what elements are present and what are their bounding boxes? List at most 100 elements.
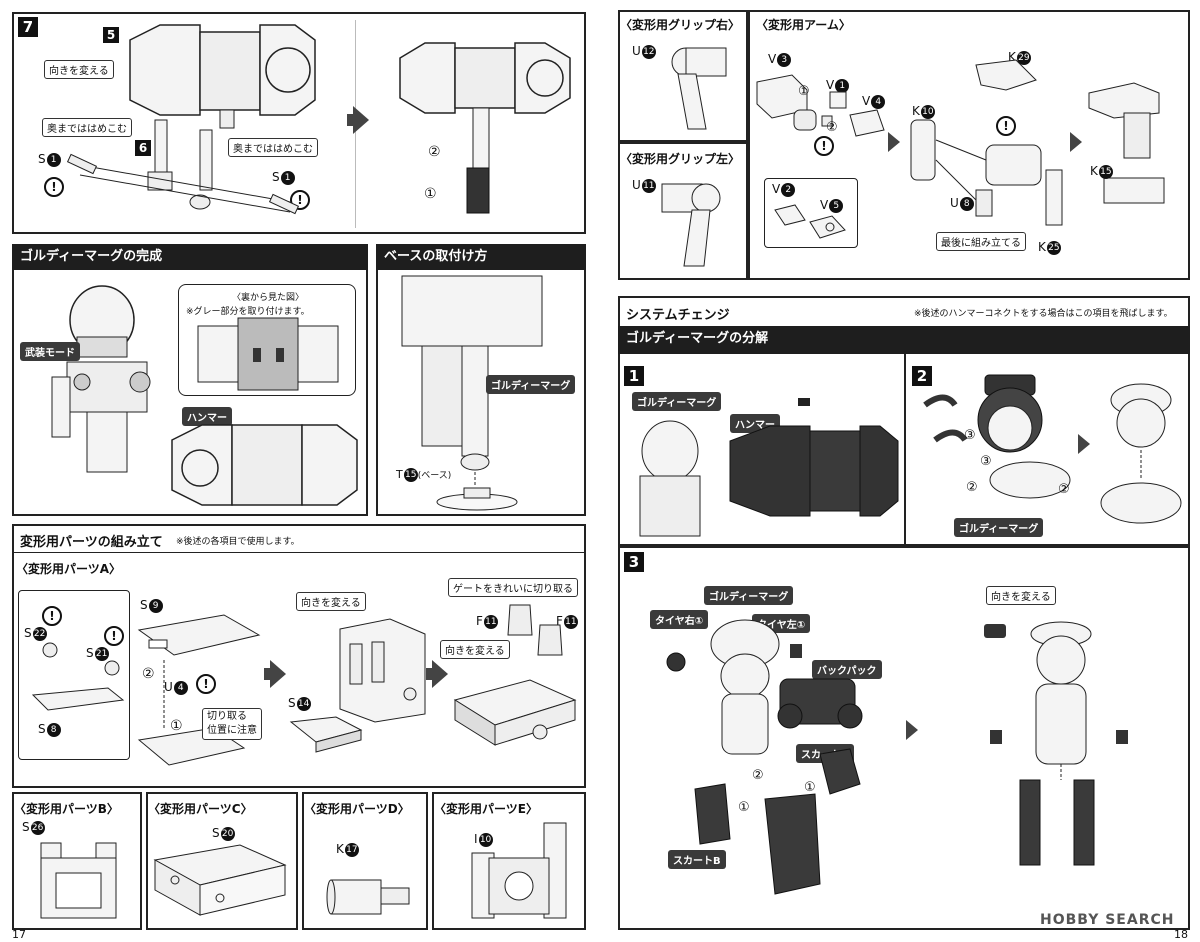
arm-small-parts-illustration [774,204,846,239]
back-view-note: ※グレー部分を取り付けます。 [186,307,310,317]
arrow-right-icon [906,720,918,740]
last-assemble-note: 最後に組み立てる [936,232,1026,251]
caution-icon: ! [104,626,124,646]
order-2: ② [752,768,764,783]
parts-e-title: 〈変形用パーツE〉 [434,802,538,816]
grip-left-title: 〈変形用グリップ左〉 [620,152,741,166]
page-number-right: 18 [1174,928,1188,941]
caution-icon: ! [196,674,216,694]
order-2: ② [1058,482,1070,497]
transform-parts-note: ※後述の各項目で使用します。 [176,537,300,547]
arrow-right-icon [270,660,286,688]
step-number: 1 [624,366,644,386]
grip-right-title: 〈変形用グリップ右〉 [620,18,741,32]
hammer-tag: ハンマー [182,407,232,426]
caution-icon: ! [814,136,834,156]
step-number: 2 [912,366,932,386]
order-1: ① [170,718,183,734]
caution-icon: ! [44,177,64,197]
step1-illustration [639,398,899,537]
parts-d-title: 〈変形用パーツD〉 [304,802,410,816]
order-1: ① [424,186,437,202]
hammer-closeup-illustration [171,424,358,506]
parts-d-panel [302,792,428,930]
press-in-label-right: 奥までははめこむ [228,138,318,157]
grip-right-illustration [671,47,727,130]
part-a-finished-illustration [453,604,577,746]
step3-result-illustration [984,621,1128,866]
step-arrow [426,668,432,680]
step-number: 3 [624,552,644,572]
hammer-assembled-illustration [399,42,571,214]
page-number-left: 17 [12,928,26,941]
golden-marg-tag: ゴルディーマーグ [704,586,794,605]
part-d-illustration [326,879,410,915]
base-header: ベースの取付け方 [376,244,586,270]
arrow-right-icon [432,660,448,688]
gate-note: ゲートをきれいに切り取る [448,578,578,597]
parts-b-title: 〈変形用パーツB〉 [14,802,119,816]
part-a-block-illustration [339,618,426,723]
backpack-tag: バックパック [812,660,882,679]
order-1: ① [738,800,750,815]
back-view-title: 〈裏から見た図〉 [232,293,305,303]
turn-label: 向きを変える [986,586,1056,605]
callout-5: 5 [103,27,119,43]
small-parts-illustration [31,642,125,711]
order-2: ② [826,120,838,135]
cut-position-note: 切り取る 位置に注意 [202,708,262,740]
arrow-right-icon [888,132,900,152]
turn-label: 向きを変える [296,592,366,611]
mech-base-illustration [401,275,543,511]
divider [12,552,586,553]
arm-parts-illustration [756,74,885,137]
grip-left-illustration [661,183,721,267]
order-3: ③ [964,428,976,443]
arm-finished-illustration [1088,82,1165,204]
order-1: ① [798,84,810,99]
step2-result-illustration [1100,383,1182,524]
golden-marg-tag: ゴルディーマーグ [632,392,722,411]
step-arrow [347,114,353,126]
arrow-right-icon [353,106,369,134]
handle-parts-illustration [66,119,300,215]
arrow-right-icon [1078,434,1090,454]
system-change-note: ※後述のハンマーコネクトをする場合はこの項目を飛ばします。 [914,309,1173,319]
part-e-illustration [471,822,567,919]
part-b-illustration [40,842,117,919]
disassembly-header: ゴルディーマーグの分解 [618,326,1190,354]
arm-assembly-illustration [910,59,1063,226]
caution-icon: ! [996,116,1016,136]
turn-label: 向きを変える [44,60,114,79]
press-in-label-left: 奥までははめこむ [42,118,132,137]
completion-header: ゴルディーマーグの完成 [12,244,368,270]
step2-head-illustration [923,374,1071,499]
base-name-tag: ゴルディーマーグ [486,375,576,394]
step-number: 7 [18,17,38,37]
caution-icon: ! [42,606,62,626]
